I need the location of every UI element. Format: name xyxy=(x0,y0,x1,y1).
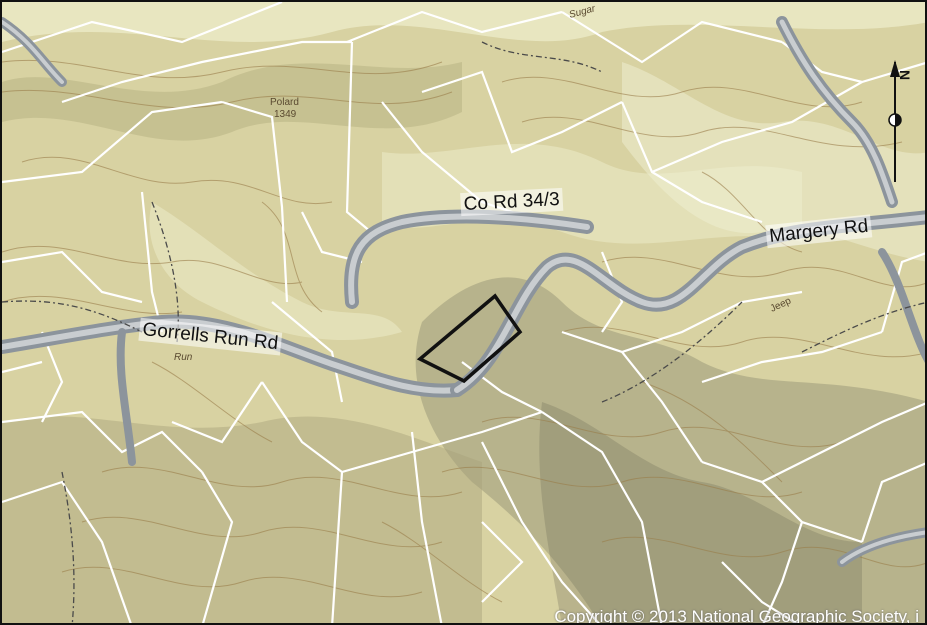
road-label-halo xyxy=(765,214,873,249)
north-arrow-icon: N xyxy=(888,60,913,182)
road-label-halo xyxy=(460,187,564,217)
north-letter: N xyxy=(897,70,913,80)
road-label-co-rd: Co Rd 34/3 xyxy=(460,187,564,217)
subject-parcel-outline[interactable] xyxy=(416,293,523,384)
summit-label: Polard xyxy=(270,97,299,108)
road-label-halo xyxy=(138,317,283,356)
stream-label: Run xyxy=(174,352,193,363)
contour-lines xyxy=(2,59,925,603)
copyright-notice: Copyright © 2013 National Geographic Soc… xyxy=(554,607,919,625)
summit-elevation: 1349 xyxy=(274,109,297,120)
road-label-text: Co Rd 34/3 xyxy=(463,189,560,215)
